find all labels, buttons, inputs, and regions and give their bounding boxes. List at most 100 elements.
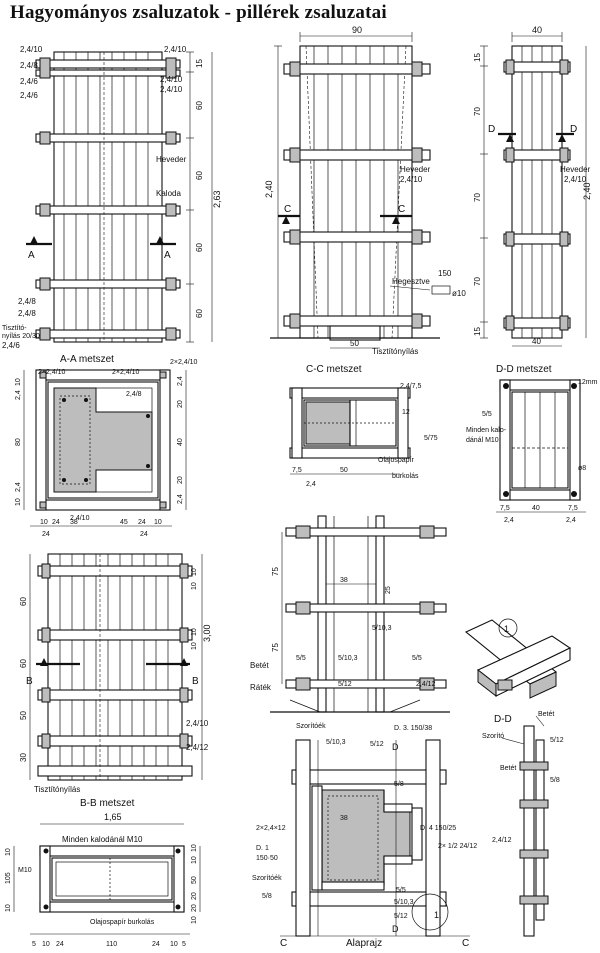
dd-dim: 15 [473, 53, 482, 62]
detail-iso: 1 D-D [464, 618, 572, 725]
bb-section-dim-bottom: 24 [152, 941, 160, 948]
detail-label: Betét [250, 661, 269, 670]
aa-dim-right: 2,4 [177, 376, 184, 386]
plan-view: Szorítóék 5/10,3 D 5/12 D. 3. 150/38 5/8… [252, 723, 477, 949]
bb-section-dim-bottom: 5 [32, 941, 36, 948]
bb-label: Tisztítónyílás [34, 785, 80, 794]
cc-section-dim: 50 [340, 467, 348, 474]
plan-label: 5/8 [394, 781, 404, 788]
plan-label: D. 4 150/25 [420, 825, 456, 832]
bb-section: 1,65 Minden kalodánál M10 M10 Olajospapí… [5, 812, 201, 948]
dd-section-dim: 40 [532, 505, 540, 512]
cc-label: 2,4/10 [400, 175, 423, 184]
bb-section-dim-bottom: 5 [182, 941, 186, 948]
dd-top-dim: 40 [532, 25, 542, 35]
dd-section-dim: 7,5 [568, 505, 578, 512]
detail-label: 5/5 [296, 655, 306, 662]
dd-dim: 70 [473, 193, 482, 202]
cc-label: Tisztítónyílás [372, 347, 418, 356]
aa-label: 2×2,4/10 [38, 369, 66, 376]
section-mark-b-right: B [192, 676, 199, 687]
detail-elevation: 38 25 5/10,3 5/10,3 5/5 5/5 5/12 2,4/12 … [250, 515, 450, 713]
section-mark-b-left: B [26, 676, 33, 687]
dd-section-label: 5/5 [482, 411, 492, 418]
cc-label: Hegesztve [392, 277, 430, 286]
plan-label: 150·50 [256, 855, 278, 862]
side-label: 5/12 [550, 737, 564, 744]
front-label: nyílás 20/30 [2, 333, 40, 340]
dd-elevation: 40 D D Heveder 2,4/10 15 70 70 [473, 25, 592, 347]
aa-label: 2×2,4/10 [112, 369, 140, 376]
side-label: 2,4/12 [492, 837, 512, 844]
detail-dim: 75 [271, 567, 280, 576]
aa-dim-bottom: 24 [138, 519, 146, 526]
bb-dim: 60 [19, 659, 28, 668]
front-label: Tisztító- [2, 325, 27, 332]
bb-section-top-dim: 1,65 [104, 812, 122, 822]
dd-section-label: ø8 [578, 465, 586, 472]
section-mark-d-left: D [488, 124, 495, 135]
plan-label: 2× 1/2 24/12 [438, 843, 477, 850]
dd-label: 2,4/10 [564, 175, 587, 184]
detail-label: 5/12 [338, 681, 352, 688]
front-label: 2,4/10 [160, 85, 183, 94]
dd-section-title: D-D metszet [496, 364, 552, 375]
cc-section-label: Olajospapír [378, 457, 414, 464]
detail-label: Ráték [250, 683, 272, 692]
bb-section-dim-right: 10 [191, 844, 198, 852]
page-title: Hagyományos zsaluzatok - pillérek zsaluz… [10, 2, 387, 23]
bb-section-dim-left: 10 [5, 848, 12, 856]
bb-section-dim-bottom: 24 [56, 941, 64, 948]
bb-dim: 30 [19, 753, 28, 762]
dd-label: Heveder [560, 165, 591, 174]
plan-label: 5/10,3 [326, 739, 346, 746]
front-label: 2,4/8 [20, 61, 38, 70]
cc-label: 150 [438, 269, 452, 278]
plan-label: D. 1 [256, 845, 269, 852]
bb-section-dim-bottom: 110 [106, 941, 117, 948]
bb-section-label: M10 [18, 867, 32, 874]
cc-section-dim: 7,5 [292, 467, 302, 474]
cc-section-title: C-C metszet [306, 364, 362, 375]
front-dim: 15 [195, 59, 204, 68]
front-label: 2,4/10 [20, 45, 43, 54]
section-mark-d-right: D [570, 124, 577, 135]
aa-dim-bottom: 38 [70, 519, 78, 526]
plan-label: Szorítóék [296, 723, 326, 730]
cc-top-dim: 90 [352, 25, 362, 35]
aa-dim-right: 20 [177, 476, 184, 484]
plan-label: 5/12 [370, 741, 384, 748]
front-boards [53, 51, 163, 343]
plan-label: 2×2,4×12 [256, 825, 286, 832]
bb-dim: 10 [191, 568, 198, 576]
bb-label: 2,4/10 [186, 719, 209, 728]
dd-dim: 70 [473, 277, 482, 286]
front-label: 2,4/10 [164, 45, 187, 54]
aa-dim-left: 10 [15, 378, 22, 386]
cc-dim-base: 50 [350, 339, 359, 348]
bb-section-dim-right: 20 [191, 904, 198, 912]
aa-dim-left: 2,4 [15, 390, 22, 400]
aa-label: 2,4/10 [70, 515, 90, 522]
aa-label: 2×2,4/10 [170, 359, 198, 366]
front-label: 2,4/10 [160, 75, 183, 84]
dd-dim-base: 40 [532, 337, 541, 346]
plan-label: 5/12 [394, 913, 408, 920]
front-labels: 2,4/10 2,4/10 2,4/8 2,4/10 2,4/10 2,4/6 … [2, 45, 187, 350]
aa-title: A-A metszet [60, 354, 114, 365]
detail-label: 38 [340, 577, 348, 584]
cc-section-label: 12 [402, 409, 410, 416]
aa-dim-left: 2,4 [15, 482, 22, 492]
bb-section-dim-left: 10 [5, 904, 12, 912]
front-dim: 60 [195, 243, 204, 252]
section-mark-c-left: C [284, 204, 291, 215]
front-yokes [35, 52, 181, 342]
bb-label: 2,4/12 [186, 743, 209, 752]
cc-label: Heveder [400, 165, 431, 174]
detail-dim: 75 [271, 643, 280, 652]
front-dims: 15 60 60 60 60 2,63 [186, 51, 222, 343]
detail-label: 2,4/12 [416, 681, 436, 688]
section-mark-a-right: A [164, 250, 171, 261]
bb-dim: 10 [191, 582, 198, 590]
front-dim-total: 2,63 [212, 190, 222, 208]
